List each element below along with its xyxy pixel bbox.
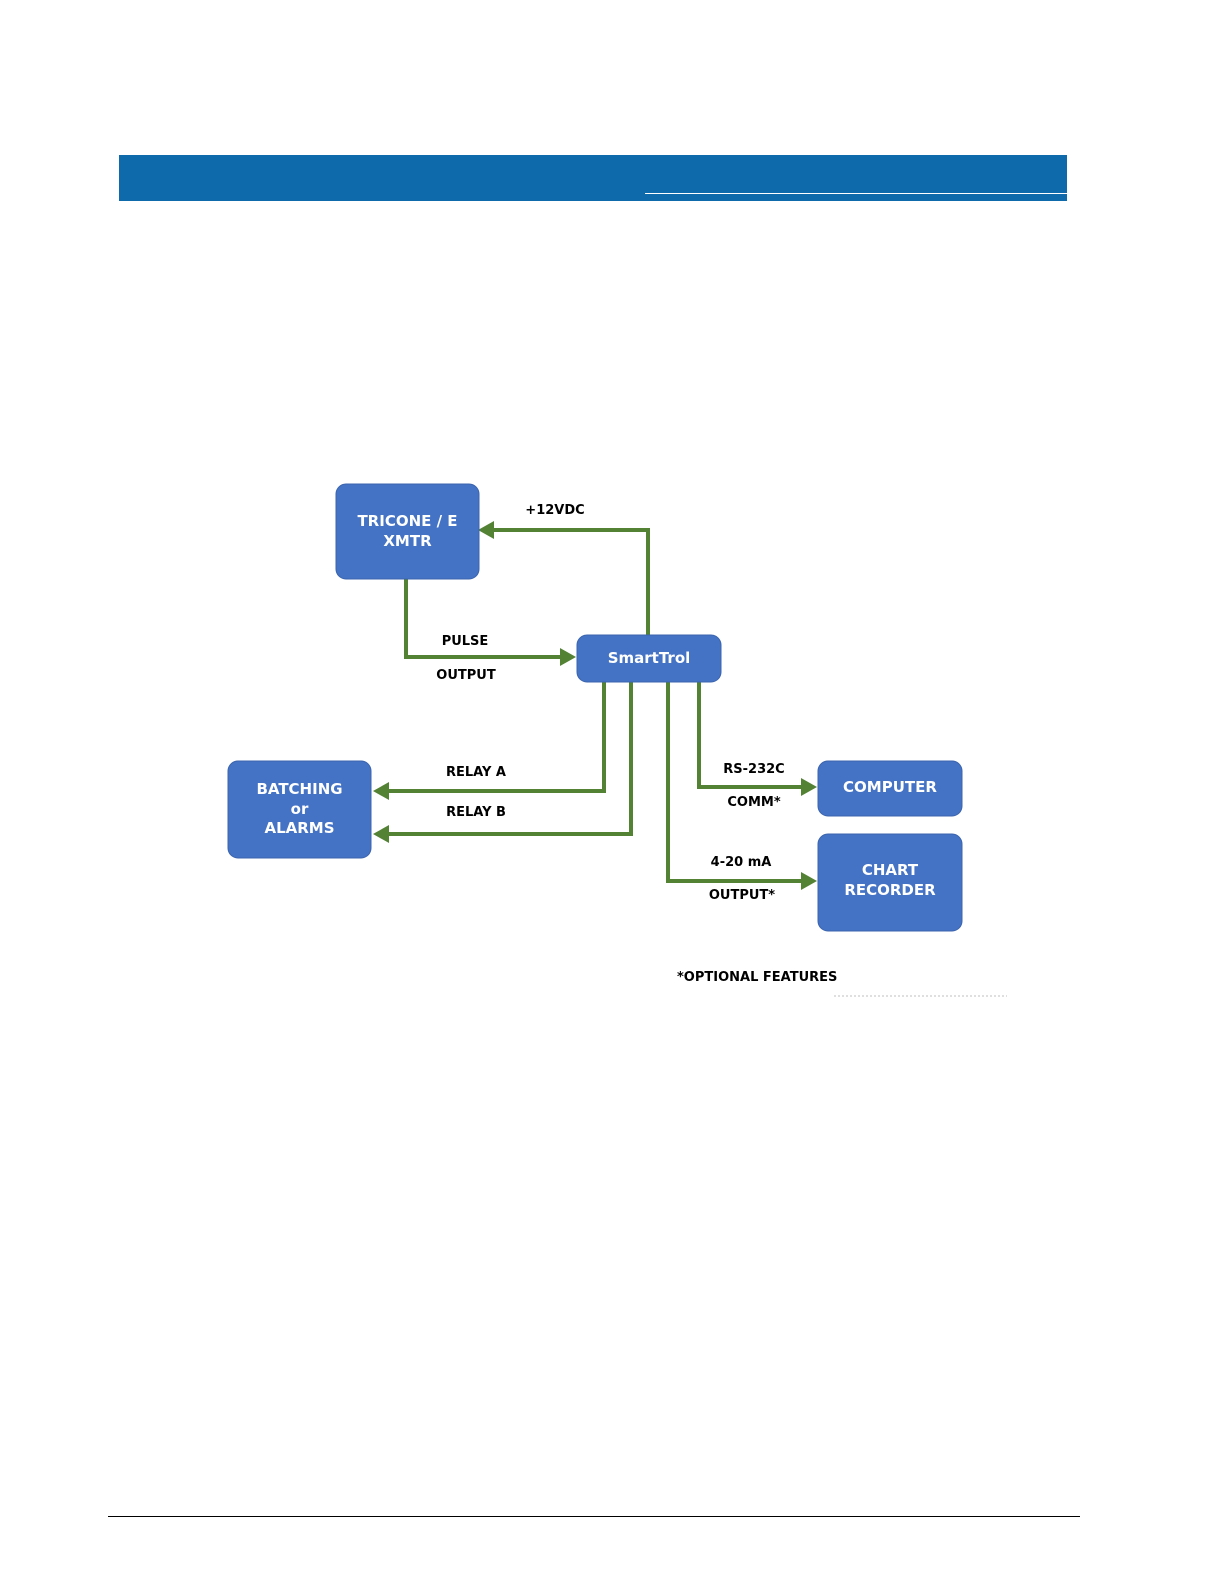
rs232-label: RS-232C	[723, 762, 784, 777]
batching-label-line2: or	[291, 800, 309, 818]
power-label: +12VDC	[525, 503, 584, 518]
relay-b-wire	[388, 682, 631, 834]
smarttrol-label: SmartTrol	[608, 649, 691, 667]
analog-output-label: OUTPUT*	[709, 888, 775, 903]
pulse-arrowhead	[560, 648, 576, 666]
footnote-label: *OPTIONAL FEATURES	[677, 970, 837, 985]
relay-a-arrowhead	[373, 782, 389, 800]
batching-label-line3: ALARMS	[264, 819, 334, 837]
power-arrowhead	[478, 521, 494, 539]
relay-b-label: RELAY B	[446, 805, 506, 820]
chart-recorder-label-line1: CHART	[862, 861, 919, 879]
tricone-box: TRICONE / E XMTR	[336, 484, 479, 579]
batching-label-line1: BATCHING	[256, 780, 342, 798]
rs232-arrowhead	[801, 778, 817, 796]
chart-recorder-box: CHART RECORDER	[818, 834, 962, 931]
footer-rule	[108, 1516, 1080, 1517]
pulse-output-label: OUTPUT	[436, 668, 496, 683]
computer-label: COMPUTER	[843, 778, 937, 796]
batching-box: BATCHING or ALARMS	[228, 761, 371, 858]
power-wire	[492, 530, 648, 635]
analog-label: 4-20 mA	[711, 855, 772, 870]
analog-arrowhead	[801, 872, 817, 890]
pulse-label: PULSE	[442, 634, 489, 649]
tricone-label-line1: TRICONE / E	[357, 512, 457, 530]
smarttrol-box: SmartTrol	[577, 635, 721, 682]
chart-recorder-label-line2: RECORDER	[844, 881, 936, 899]
relay-b-arrowhead	[373, 825, 389, 843]
tricone-label-line2: XMTR	[383, 532, 432, 550]
computer-box: COMPUTER	[818, 761, 962, 816]
comm-label: COMM*	[727, 795, 780, 810]
analog-wire	[668, 682, 802, 881]
relay-a-label: RELAY A	[446, 765, 506, 780]
